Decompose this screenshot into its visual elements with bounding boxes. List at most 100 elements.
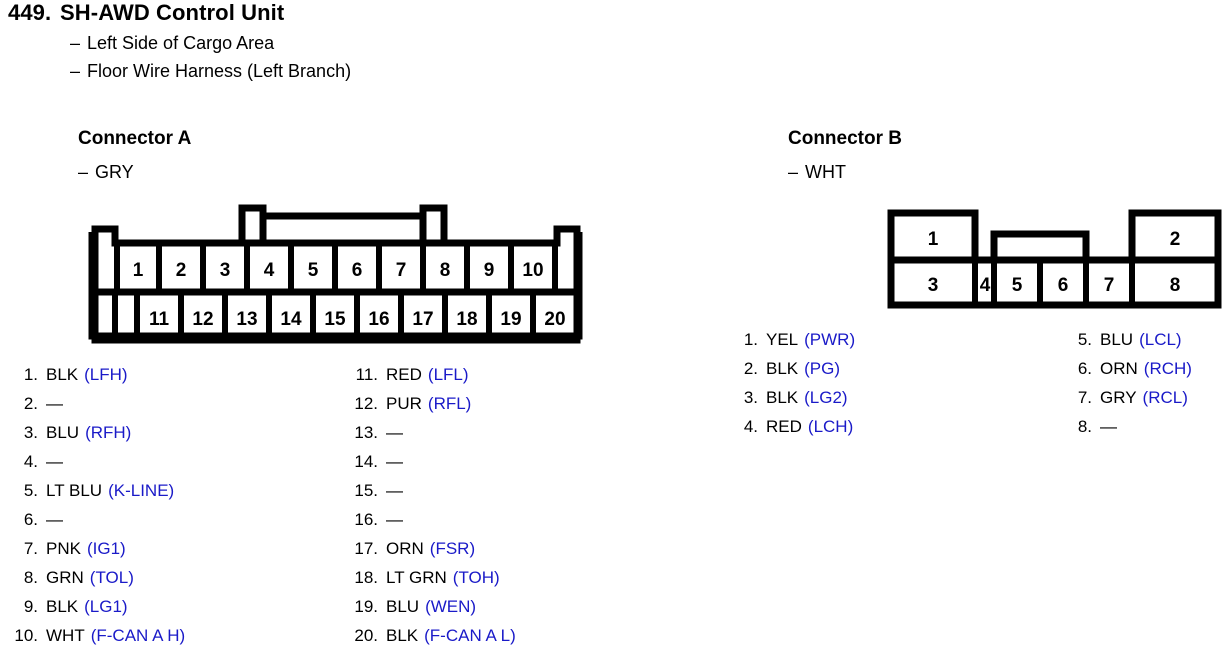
- pin-number: 17.: [354, 539, 378, 558]
- pin-number: 10.: [14, 626, 38, 645]
- pin-signal-name: (WEN): [425, 597, 477, 616]
- pin-cell-1: 1: [928, 229, 939, 250]
- pin-wire-color: —: [46, 394, 63, 413]
- pin-number: 7.: [23, 539, 38, 558]
- pin-number: 6.: [1077, 359, 1092, 378]
- bullet-dash-icon: –: [70, 61, 81, 81]
- pin-wire-color: —: [386, 481, 403, 500]
- pin-wire-color: PNK: [46, 539, 81, 558]
- location-text: Left Side of Cargo Area: [87, 33, 275, 53]
- entry-title: SH-AWD Control Unit: [60, 0, 285, 25]
- pin-entry: 4.—: [8, 452, 185, 481]
- pin-number: 15.: [354, 481, 378, 500]
- pin-cell-15: 15: [324, 309, 346, 330]
- pin-signal-name: (FSR): [429, 539, 476, 558]
- pin-entry: 13.—: [348, 423, 516, 452]
- pin-number: 8.: [23, 568, 38, 587]
- pin-number: 1.: [23, 365, 38, 384]
- pin-wire-color: GRY: [1100, 388, 1137, 407]
- pin-number: 8.: [1077, 417, 1092, 436]
- pin-cell-8: 8: [440, 260, 451, 281]
- connector-a-latch-icon: [238, 204, 448, 247]
- pin-wire-color: —: [46, 452, 63, 471]
- pin-wire-color: BLK: [386, 626, 419, 645]
- pin-cell-19: 19: [500, 309, 521, 330]
- location-line: –Left Side of Cargo Area: [70, 33, 700, 54]
- connector-b-color-text: WHT: [805, 162, 846, 182]
- pin-signal-name: (F-CAN A L): [424, 626, 516, 645]
- pin-entry: 11.RED(LFL): [348, 365, 516, 394]
- pin-cell-8: 8: [1170, 275, 1181, 296]
- pin-entry: 17.ORN(FSR): [348, 539, 516, 568]
- pin-cell-7: 7: [396, 260, 407, 281]
- pin-cell-20: 20: [544, 309, 565, 330]
- pin-entry: 9.BLK(LG1): [8, 597, 185, 626]
- pin-number: 14.: [354, 452, 378, 471]
- page-header: 449. SH-AWD Control Unit –Left Side of C…: [0, 0, 700, 82]
- pin-number: 2.: [743, 359, 758, 378]
- pin-entry: 12.PUR(RFL): [348, 394, 516, 423]
- harness-line: –Floor Wire Harness (Left Branch): [70, 61, 700, 82]
- connector-a-color-text: GRY: [95, 162, 134, 182]
- pin-cell-4: 4: [264, 260, 275, 281]
- pin-entry: 4. RED (LCH): [728, 417, 855, 446]
- pin-number: 6.: [23, 510, 38, 529]
- pin-wire-color: —: [386, 510, 403, 529]
- pin-wire-color: BLK: [766, 359, 799, 378]
- pin-entry: 8. —: [1062, 417, 1192, 446]
- pin-signal-name: (RFH): [85, 423, 132, 442]
- pin-signal-name: (LCL): [1139, 330, 1182, 349]
- pin-wire-color: —: [386, 452, 403, 471]
- pin-number: 2.: [23, 394, 38, 413]
- pin-number: 3.: [743, 388, 758, 407]
- pin-entry: 7. PNK (IG1): [8, 539, 185, 568]
- pin-entry: 1.YEL(PWR): [728, 330, 855, 359]
- pin-wire-color: LT GRN: [386, 568, 447, 587]
- pin-cell-2: 2: [176, 260, 187, 281]
- pin-entry: 10.WHT(F-CAN A H): [8, 626, 185, 655]
- pin-wire-color: PUR: [386, 394, 422, 413]
- pin-cell-6: 6: [352, 260, 363, 281]
- pin-wire-color: RED: [766, 417, 802, 436]
- pin-wire-color: WHT: [46, 626, 85, 645]
- pin-signal-name: (LCH): [807, 417, 854, 436]
- pin-cell-9: 9: [484, 260, 495, 281]
- pin-number: 5.: [1077, 330, 1092, 349]
- pin-signal-name: (LFL): [427, 365, 469, 384]
- pin-cell-12: 12: [192, 309, 213, 330]
- pin-signal-name: (PWR): [804, 330, 856, 349]
- pin-number: 11.: [355, 365, 378, 384]
- pin-wire-color: BLU: [386, 597, 420, 616]
- pin-signal-name: (IG1): [86, 539, 126, 558]
- connector-a-pin-list-right: 11.RED(LFL) 12.PUR(RFL) 13.— 14.— 15.— 1…: [348, 365, 516, 655]
- pin-number: 19.: [354, 597, 378, 616]
- pin-cell-10: 10: [522, 260, 543, 281]
- pin-signal-name: (PG): [804, 359, 841, 378]
- connector-a-diagram: 1 2 3 4 5 6 7 8 9 10 11 12 13 14 15 16 1…: [88, 204, 583, 344]
- bullet-dash-icon: –: [70, 33, 81, 53]
- pin-cell-14: 14: [280, 309, 302, 330]
- connector-b-heading: Connector B: [788, 128, 902, 149]
- pin-cell-4: 4: [980, 275, 991, 296]
- pin-number: 18.: [354, 568, 378, 587]
- pin-number: 7.: [1077, 388, 1092, 407]
- pin-number: 20.: [354, 626, 378, 645]
- pin-number: 13.: [354, 423, 378, 442]
- pin-entry: 7. GRY (RCL): [1062, 388, 1192, 417]
- connector-a-pin-list-left: 1.BLK(LFH) 2.— 3.BLU(RFH) 4.— 5.LT BLU(K…: [8, 365, 185, 655]
- pin-wire-color: —: [1100, 417, 1117, 436]
- pin-signal-name: (K-LINE): [108, 481, 175, 500]
- pin-number: 4.: [743, 417, 758, 436]
- bullet-dash-icon: –: [788, 162, 799, 182]
- pin-entry: 14. —: [348, 452, 516, 481]
- connector-b-pin-list-left: 1.YEL(PWR) 2.BLK(PG) 3.BLK(LG2) 4.RED(LC…: [728, 330, 855, 446]
- pin-entry: 18.LT GRN(TOH): [348, 568, 516, 597]
- pin-wire-color: BLU: [1100, 330, 1134, 349]
- pin-cell-5: 5: [1012, 275, 1023, 296]
- pin-cell-6: 6: [1058, 275, 1069, 296]
- pin-wire-color: ORN: [1100, 359, 1138, 378]
- pin-entry: 2. —: [8, 394, 185, 423]
- pin-entry: 8.GRN(TOL): [8, 568, 185, 597]
- pin-entry: 5.LT BLU(K-LINE): [8, 481, 185, 510]
- pin-signal-name: (RCL): [1142, 388, 1188, 407]
